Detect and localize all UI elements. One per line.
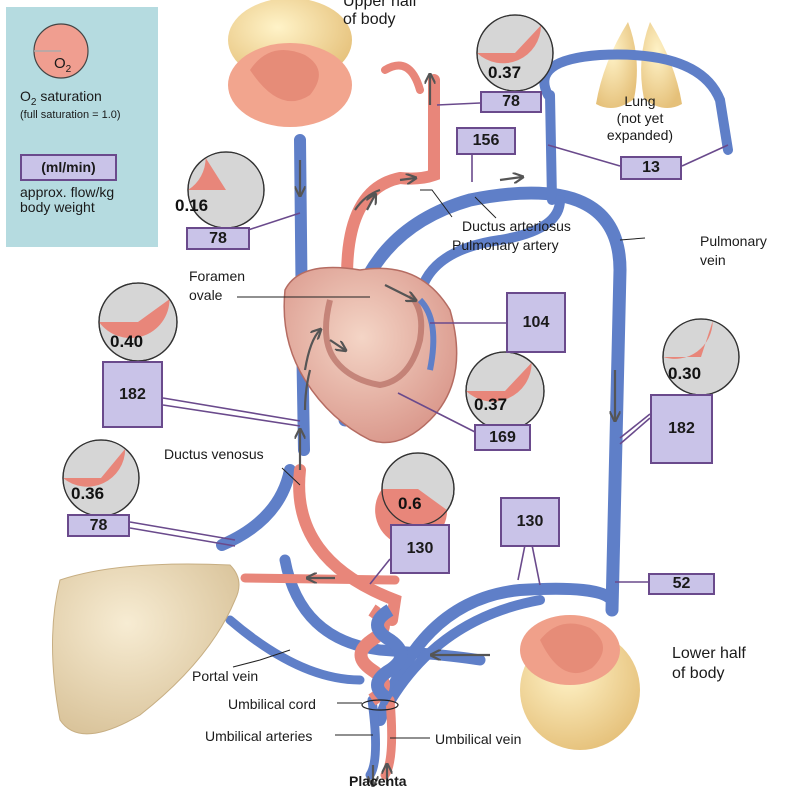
legend-flow-line2: body weight [20, 200, 95, 215]
liver [53, 564, 240, 734]
sat-liver: 0.36 [71, 485, 104, 503]
label-lung-note1: (not yet [600, 110, 680, 126]
label-pulmonary-vein-1: Pulmonary [700, 233, 767, 249]
label-pulmonary-artery: Pulmonary artery [452, 237, 559, 253]
label-foramen: Foramen [189, 268, 245, 284]
flow-umbilical-arteries: 130 [500, 497, 560, 547]
heart [284, 268, 457, 443]
lower-body-tissue [520, 615, 640, 750]
flow-liver: 78 [67, 514, 130, 537]
flow-left-ventricle: 169 [474, 424, 531, 451]
flow-lung: 13 [620, 156, 682, 180]
label-umbilical-cord: Umbilical cord [228, 696, 316, 712]
label-placenta: Placenta [349, 773, 407, 789]
legend-full-saturation: (full saturation = 1.0) [20, 108, 121, 123]
flow-lower-body: 52 [648, 573, 715, 595]
legend-saturation-label: O2 saturation [20, 89, 102, 110]
label-ductus-arteriosus: Ductus arteriosus [462, 218, 571, 234]
label-ductus-venosus: Ductus venosus [164, 446, 264, 462]
sat-umbilical-vein: 0.6 [398, 495, 422, 513]
flow-pulmonary-trunk: 104 [506, 292, 566, 353]
upper-body-tissue [228, 0, 352, 127]
label-of-body-upper: of body [343, 12, 395, 28]
legend-unit-box: (ml/min) [20, 154, 117, 181]
label-lung-note2: expanded) [600, 127, 680, 143]
sat-upper-body: 0.37 [488, 64, 521, 82]
label-upper-half: Upper half [343, 0, 417, 10]
flow-ivc: 182 [650, 394, 713, 464]
label-umbilical-arteries: Umbilical arteries [205, 728, 312, 744]
legend-flow-line1: approx. flow/kg [20, 185, 114, 200]
sat-svc: 0.16 [175, 197, 208, 215]
legend: O2 O2 saturation (full saturation = 1.0)… [6, 7, 158, 247]
legend-o2-symbol: O2 [54, 56, 71, 77]
sat-ivc: 0.30 [668, 365, 701, 383]
label-of-body-lower: of body [672, 666, 724, 682]
label-portal-vein: Portal vein [192, 668, 258, 684]
flow-right-atrium: 182 [102, 361, 163, 428]
flow-umbilical-vein: 130 [390, 524, 450, 574]
label-umbilical-vein: Umbilical vein [435, 731, 521, 747]
flow-upper-body: 78 [480, 91, 542, 113]
label-lower-half: Lower half [672, 646, 746, 662]
flow-svc: 78 [186, 227, 250, 250]
label-ovale: ovale [189, 287, 222, 303]
label-pulmonary-vein-2: vein [700, 252, 726, 268]
sat-left-ventricle: 0.37 [474, 396, 507, 414]
legend-pie [6, 7, 158, 91]
sat-right-heart: 0.40 [110, 333, 143, 351]
flow-pulmonary-artery: 156 [456, 127, 516, 155]
label-lung: Lung [610, 93, 670, 109]
